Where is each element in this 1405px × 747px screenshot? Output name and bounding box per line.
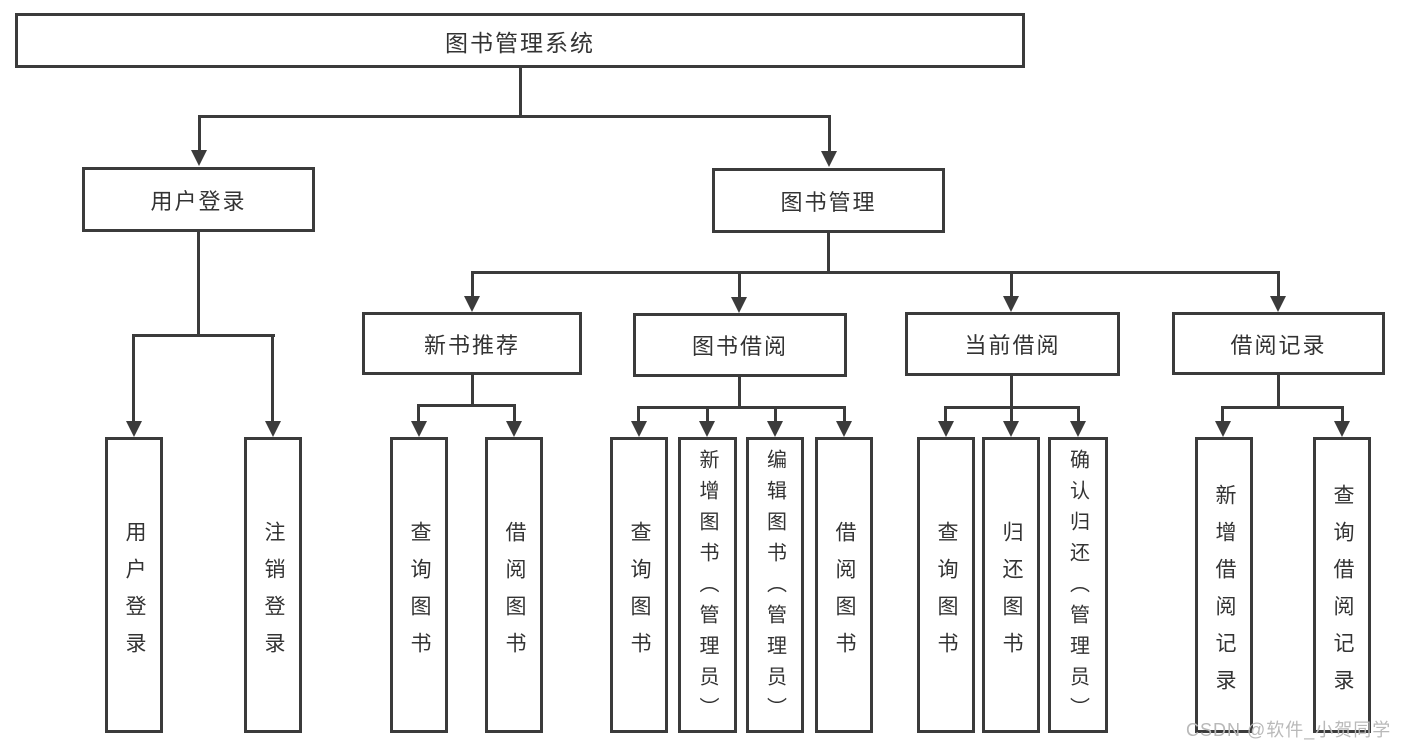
connector-line: [197, 232, 200, 337]
connector-line: [132, 335, 135, 423]
connector-line: [843, 407, 846, 423]
connector-line: [1010, 376, 1013, 408]
leaf-logout: 注销登录: [244, 437, 302, 733]
leaf-user-login: 用户登录: [105, 437, 163, 733]
connector-line: [738, 377, 741, 408]
arrow-down-icon: [1215, 421, 1231, 437]
leaf-borrow-books: 借阅图书: [485, 437, 543, 733]
node-new-book-recommend: 新书推荐: [362, 312, 582, 375]
connector-line: [198, 115, 831, 118]
connector-line: [417, 405, 420, 423]
arrow-down-icon: [1334, 421, 1350, 437]
connector-line: [706, 407, 709, 423]
connector-line: [132, 334, 275, 337]
connector-line: [828, 116, 831, 153]
connector-line: [1077, 407, 1080, 423]
arrow-down-icon: [411, 421, 427, 437]
connector-line: [738, 272, 741, 299]
connector-line: [271, 335, 274, 423]
connector-line: [637, 406, 846, 409]
connector-line: [513, 405, 516, 423]
leaf-query-books: 查询图书: [610, 437, 668, 733]
connector-line: [1277, 375, 1280, 408]
leaf-return-books: 归还图书: [982, 437, 1040, 733]
connector-line: [1010, 407, 1013, 423]
arrow-down-icon: [767, 421, 783, 437]
connector-line: [1277, 272, 1280, 298]
leaf-borrow-books: 借阅图书: [815, 437, 873, 733]
node-borrowing-records: 借阅记录: [1172, 312, 1385, 375]
arrow-down-icon: [938, 421, 954, 437]
csdn-watermark: CSDN @软件_小贺同学: [1186, 720, 1392, 740]
arrow-down-icon: [821, 151, 837, 167]
connector-line: [1221, 407, 1224, 423]
leaf-add-books-admin: 新增图书（管理员）: [678, 437, 737, 733]
connector-line: [637, 407, 640, 423]
arrow-down-icon: [731, 297, 747, 313]
arrow-down-icon: [265, 421, 281, 437]
leaf-add-borrow-record: 新增借阅记录: [1195, 437, 1253, 733]
arrow-down-icon: [1270, 296, 1286, 312]
arrow-down-icon: [631, 421, 647, 437]
arrow-down-icon: [699, 421, 715, 437]
leaf-edit-books-admin: 编辑图书（管理员）: [746, 437, 804, 733]
node-current-borrowing: 当前借阅: [905, 312, 1120, 376]
arrow-down-icon: [464, 296, 480, 312]
connector-line: [471, 375, 474, 407]
connector-line: [827, 233, 830, 274]
node-user-login-branch: 用户登录: [82, 167, 315, 232]
arrow-down-icon: [126, 421, 142, 437]
leaf-query-books: 查询图书: [917, 437, 975, 733]
arrow-down-icon: [836, 421, 852, 437]
node-book-borrowing: 图书借阅: [633, 313, 847, 377]
leaf-query-borrow-record: 查询借阅记录: [1313, 437, 1371, 733]
arrow-down-icon: [506, 421, 522, 437]
connector-line: [519, 68, 522, 118]
arrow-down-icon: [1003, 421, 1019, 437]
leaf-query-books: 查询图书: [390, 437, 448, 733]
connector-line: [1341, 407, 1344, 423]
node-book-management: 图书管理: [712, 168, 945, 233]
arrow-down-icon: [191, 150, 207, 166]
connector-line: [1010, 272, 1013, 298]
connector-line: [198, 116, 201, 152]
connector-line: [774, 407, 777, 423]
connector-line: [471, 271, 1280, 274]
arrow-down-icon: [1003, 296, 1019, 312]
connector-line: [471, 272, 474, 298]
connector-line: [944, 407, 947, 423]
connector-line: [1221, 406, 1344, 409]
leaf-confirm-return-admin: 确认归还（管理员）: [1048, 437, 1108, 733]
node-root: 图书管理系统: [15, 13, 1025, 68]
arrow-down-icon: [1070, 421, 1086, 437]
connector-line: [417, 404, 516, 407]
